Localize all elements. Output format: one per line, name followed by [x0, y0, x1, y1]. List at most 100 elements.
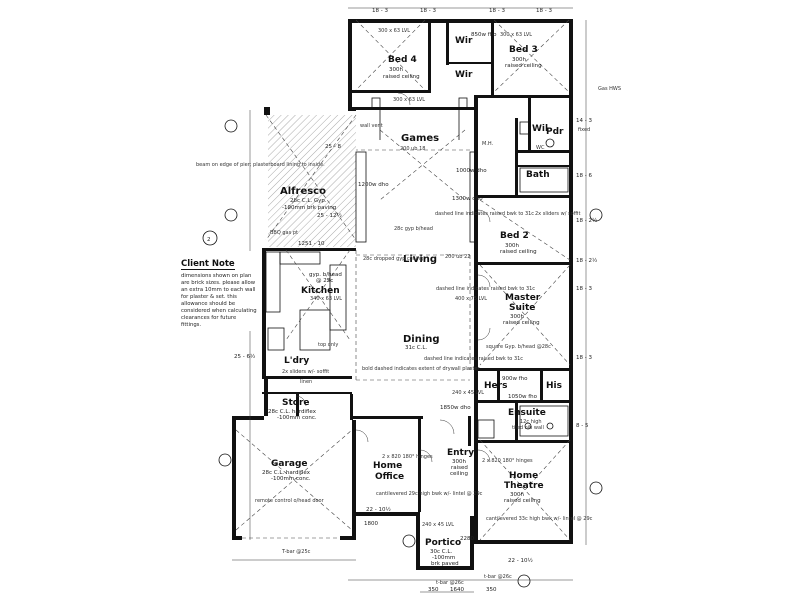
- bed3-line-2: raised ceiling: [505, 63, 542, 69]
- annotation-lintel-480: 400 x 75 LVL: [455, 296, 487, 302]
- room-name-bed3: Bed 3: [509, 45, 538, 55]
- room-name-homeoffice: Home: [373, 461, 402, 471]
- annotation-tbar-2: t-bar @26c: [436, 580, 464, 586]
- section-marker-icon: [402, 534, 416, 548]
- portico-line-3: brk paved: [431, 561, 459, 567]
- room-name-hometheatre-2: Theatre: [504, 481, 544, 491]
- annotation-dashed3: dashed line indicates raised bwk to 31c: [424, 356, 523, 362]
- section-marker-icon: [224, 208, 238, 222]
- room-name-bed4: Bed 4: [388, 55, 417, 65]
- bed3-lintel: 300 x 63 LVL: [500, 32, 532, 38]
- room-name-bed2: Bed 2: [500, 231, 529, 241]
- dim-left-2: 25 - 12½: [317, 212, 342, 219]
- annotation-dropped: 28c dropped gyp ceiling: [363, 256, 423, 262]
- dim-bottom-1: 22 - 10½: [366, 506, 391, 513]
- dim-top-4: 18 - 3: [536, 8, 552, 14]
- master-line-2: raised ceiling: [503, 320, 540, 326]
- annotation-sliders-2: 2x sliders w/- soffit: [282, 369, 329, 375]
- annotation-lintel-340: 340 x 63 LVL: [310, 296, 342, 302]
- entry-line-3: ceiling: [450, 471, 468, 477]
- dim-bottom-5: 350: [486, 587, 497, 593]
- room-name-portico: Portico: [425, 538, 461, 548]
- store-line-1: 28c C.L. hardiflex: [268, 409, 317, 415]
- bed3-line-1: 300h: [512, 57, 526, 63]
- bed2-line-1: 300h: [505, 243, 519, 249]
- annotation-gyp-bhead: 28c gyp b/head: [394, 226, 433, 232]
- section-marker-icon: [517, 574, 531, 588]
- dim-right-6: 18 - 3: [576, 355, 592, 361]
- annotation-sliders-1: 2x sliders w/ soffit: [535, 211, 580, 217]
- section-2-marker-icon: [202, 230, 218, 246]
- bed4-line-1: 300h: [389, 67, 403, 73]
- room-name-wil: Wil: [532, 124, 548, 134]
- annotation-lintel-240: 240 x 45 LVL: [452, 390, 484, 396]
- room-name-master-2: Suite: [509, 303, 535, 313]
- dim-top-2: 18 - 3: [420, 8, 436, 14]
- room-name-homeoffice-2: Office: [375, 472, 404, 482]
- entry-line-2: raised: [451, 465, 468, 471]
- dim-right-3: 18 - 2½: [576, 217, 597, 224]
- dim-misc-8: 2280: [460, 536, 474, 542]
- kitchen-line-2: @ 25c: [316, 278, 333, 284]
- annotation-ub1: 200 ub 18: [400, 146, 425, 152]
- ensuite-line-2: tiled nib wall: [512, 425, 544, 431]
- dim-misc-6: 1050w fho: [508, 394, 538, 400]
- annotation-gas-hws: Gas HWS: [598, 86, 621, 92]
- annotation-dashed2: dashed line indicates raised bwk to 31c: [436, 286, 535, 292]
- annotation-linen: linen: [300, 379, 312, 385]
- annotation-cantilevered-1: cantilevered 29c high bwk w/- lintel @ 2…: [376, 491, 483, 497]
- dim-bottom-2: 22 - 10½: [508, 557, 533, 564]
- room-name-hers: Hers: [484, 381, 507, 391]
- annotation-dashed1: dashed line indicates raised bwk to 31c: [435, 211, 534, 217]
- garage-line-1: 28c C.L. hardiflex: [262, 470, 311, 476]
- dim-right-1: 14 - 3: [576, 118, 592, 124]
- section-marker-icon: [589, 481, 603, 495]
- dim-right-5: 18 - 3: [576, 286, 592, 292]
- section-markers: 2: [202, 119, 603, 588]
- alfresco-line-2: -100mm brk paving: [282, 205, 336, 211]
- bed4-lintel-2: 300 x 63 LVL: [393, 97, 425, 103]
- dim-top-1: 18 - 3: [372, 8, 388, 14]
- annotation-mh: M.H.: [482, 141, 494, 147]
- annotation-cantilevered-2: cantilevered 33c high bwk w/- lintel @ 2…: [486, 516, 593, 522]
- entry-line-1: 300h: [452, 459, 466, 465]
- dim-misc-1: 1200w dho: [358, 182, 389, 188]
- room-name-bath: Bath: [526, 170, 550, 180]
- room-name-entry: Entry: [447, 448, 474, 458]
- section-2-label: 2: [207, 237, 211, 243]
- dim-misc-7: 1850w dho: [440, 405, 471, 411]
- store-line-2: -100mm conc.: [277, 415, 317, 421]
- annotation-hinges-2: 2 x 820 180° hinges: [482, 458, 533, 464]
- room-name-ldry: L'dry: [284, 356, 309, 366]
- dim-right-2: 18 - 6: [576, 173, 592, 179]
- annotation-hinges-1: 2 x 820 180° hinges: [382, 454, 433, 460]
- annotation-tbar-3: t-bar @26c: [484, 574, 512, 580]
- master-line-1: 300h: [510, 314, 524, 320]
- portico-line-1: 30c C.L.: [430, 549, 452, 555]
- dim-misc-4: 900w fho: [502, 376, 528, 382]
- ensuite-line-1: 12c high: [520, 419, 542, 425]
- room-name-garage: Garage: [271, 459, 308, 469]
- client-note-body: dimensions shown on plan are brick sizes…: [181, 273, 257, 328]
- dim-right-4: 18 - 2½: [576, 257, 597, 264]
- dim-bottom-3: 1640: [450, 587, 464, 593]
- client-note: Client Note dimensions shown on plan are…: [181, 251, 257, 331]
- bed2-line-2: raised ceiling: [500, 249, 537, 255]
- hometheatre-line-1: 300h: [510, 492, 524, 498]
- fixtures: [235, 92, 569, 539]
- annotation-top-only: top only: [318, 342, 338, 348]
- annotation-ub2: 200 ub 22: [445, 254, 470, 260]
- room-name-dining: Dining: [403, 334, 440, 345]
- annotation-wall-vent: wall vent: [360, 123, 383, 129]
- room-name-wir-2: Wir: [455, 70, 473, 80]
- alfresco-paving: [268, 115, 356, 247]
- dim-left-4: 1251 - 10: [298, 241, 325, 247]
- room-name-alfresco: Alfresco: [280, 186, 326, 197]
- ceiling-lines: [265, 19, 571, 541]
- room-name-his: His: [546, 381, 562, 391]
- room-name-master: Master: [505, 293, 541, 303]
- dim-left-3: 25 - 6½: [234, 353, 255, 360]
- bed4-lintel-1: 300 x 63 LVL: [378, 28, 410, 34]
- dim-misc-2: 1000w dho: [456, 168, 487, 174]
- dim-top-3: 18 - 3: [489, 8, 505, 14]
